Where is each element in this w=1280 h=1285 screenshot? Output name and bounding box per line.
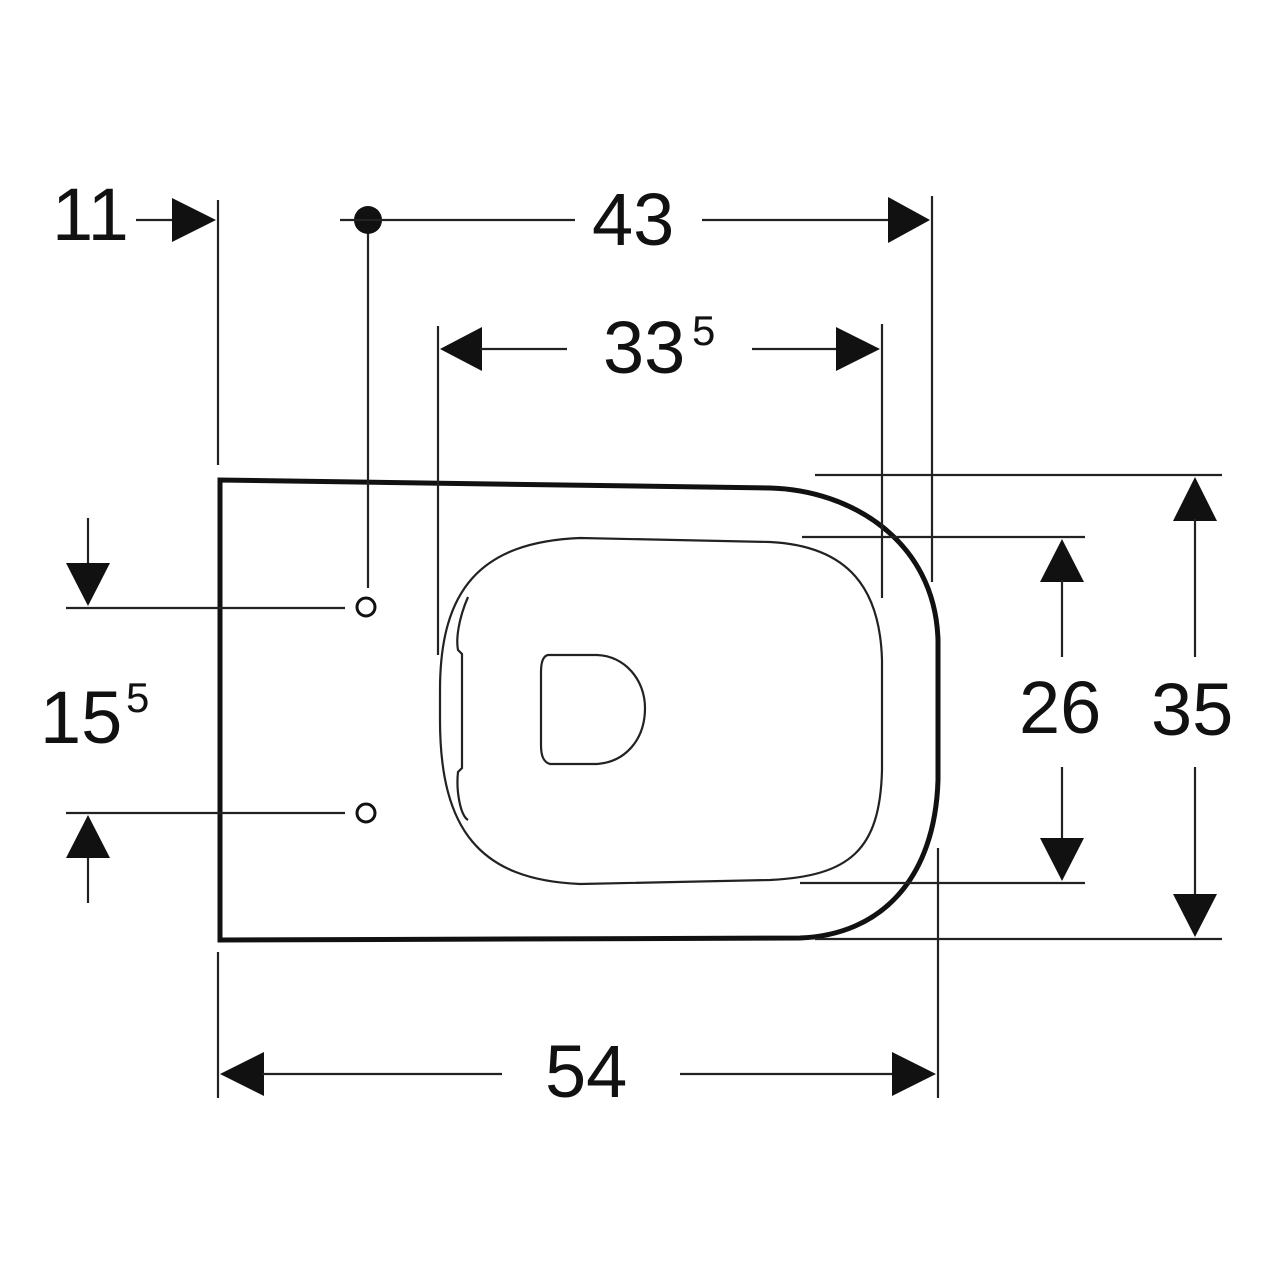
label-fixing-bolt-spacing-sup: 5: [126, 674, 149, 721]
dim-seat-opening-width: 26: [1019, 539, 1101, 881]
label-wall-offset: 11: [52, 173, 129, 256]
label-bowl-front-from-fixing: 43: [592, 178, 674, 261]
seat-ring: [438, 536, 884, 886]
label-seat-opening-length: 33: [603, 306, 685, 389]
dim-fixing-bolt-spacing: 15 5: [40, 518, 149, 903]
label-seat-opening-width: 26: [1019, 666, 1101, 749]
fixing-hole-top-icon: [355, 596, 377, 618]
dim-wall-offset: 11: [52, 173, 216, 256]
bowl-outline: [217, 477, 941, 943]
extension-lines: [66, 196, 1222, 1098]
dim-overall-length: 54: [220, 1030, 936, 1113]
dim-seat-opening-length: 33 5: [440, 306, 880, 389]
bowl-outer-edge: [217, 477, 941, 943]
hinge-strip: [456, 596, 470, 821]
seat-outline: [438, 536, 884, 886]
fixing-hole-bottom-icon: [355, 802, 377, 824]
label-seat-opening-length-sup: 5: [692, 307, 715, 354]
dim-bowl-front-from-fixing: 43: [340, 178, 930, 261]
label-overall-width: 35: [1151, 668, 1233, 751]
label-fixing-bolt-spacing: 15: [40, 676, 122, 759]
flush-opening: [539, 653, 647, 766]
label-overall-length: 54: [545, 1030, 627, 1113]
dim-overall-width: 35: [1151, 477, 1233, 937]
